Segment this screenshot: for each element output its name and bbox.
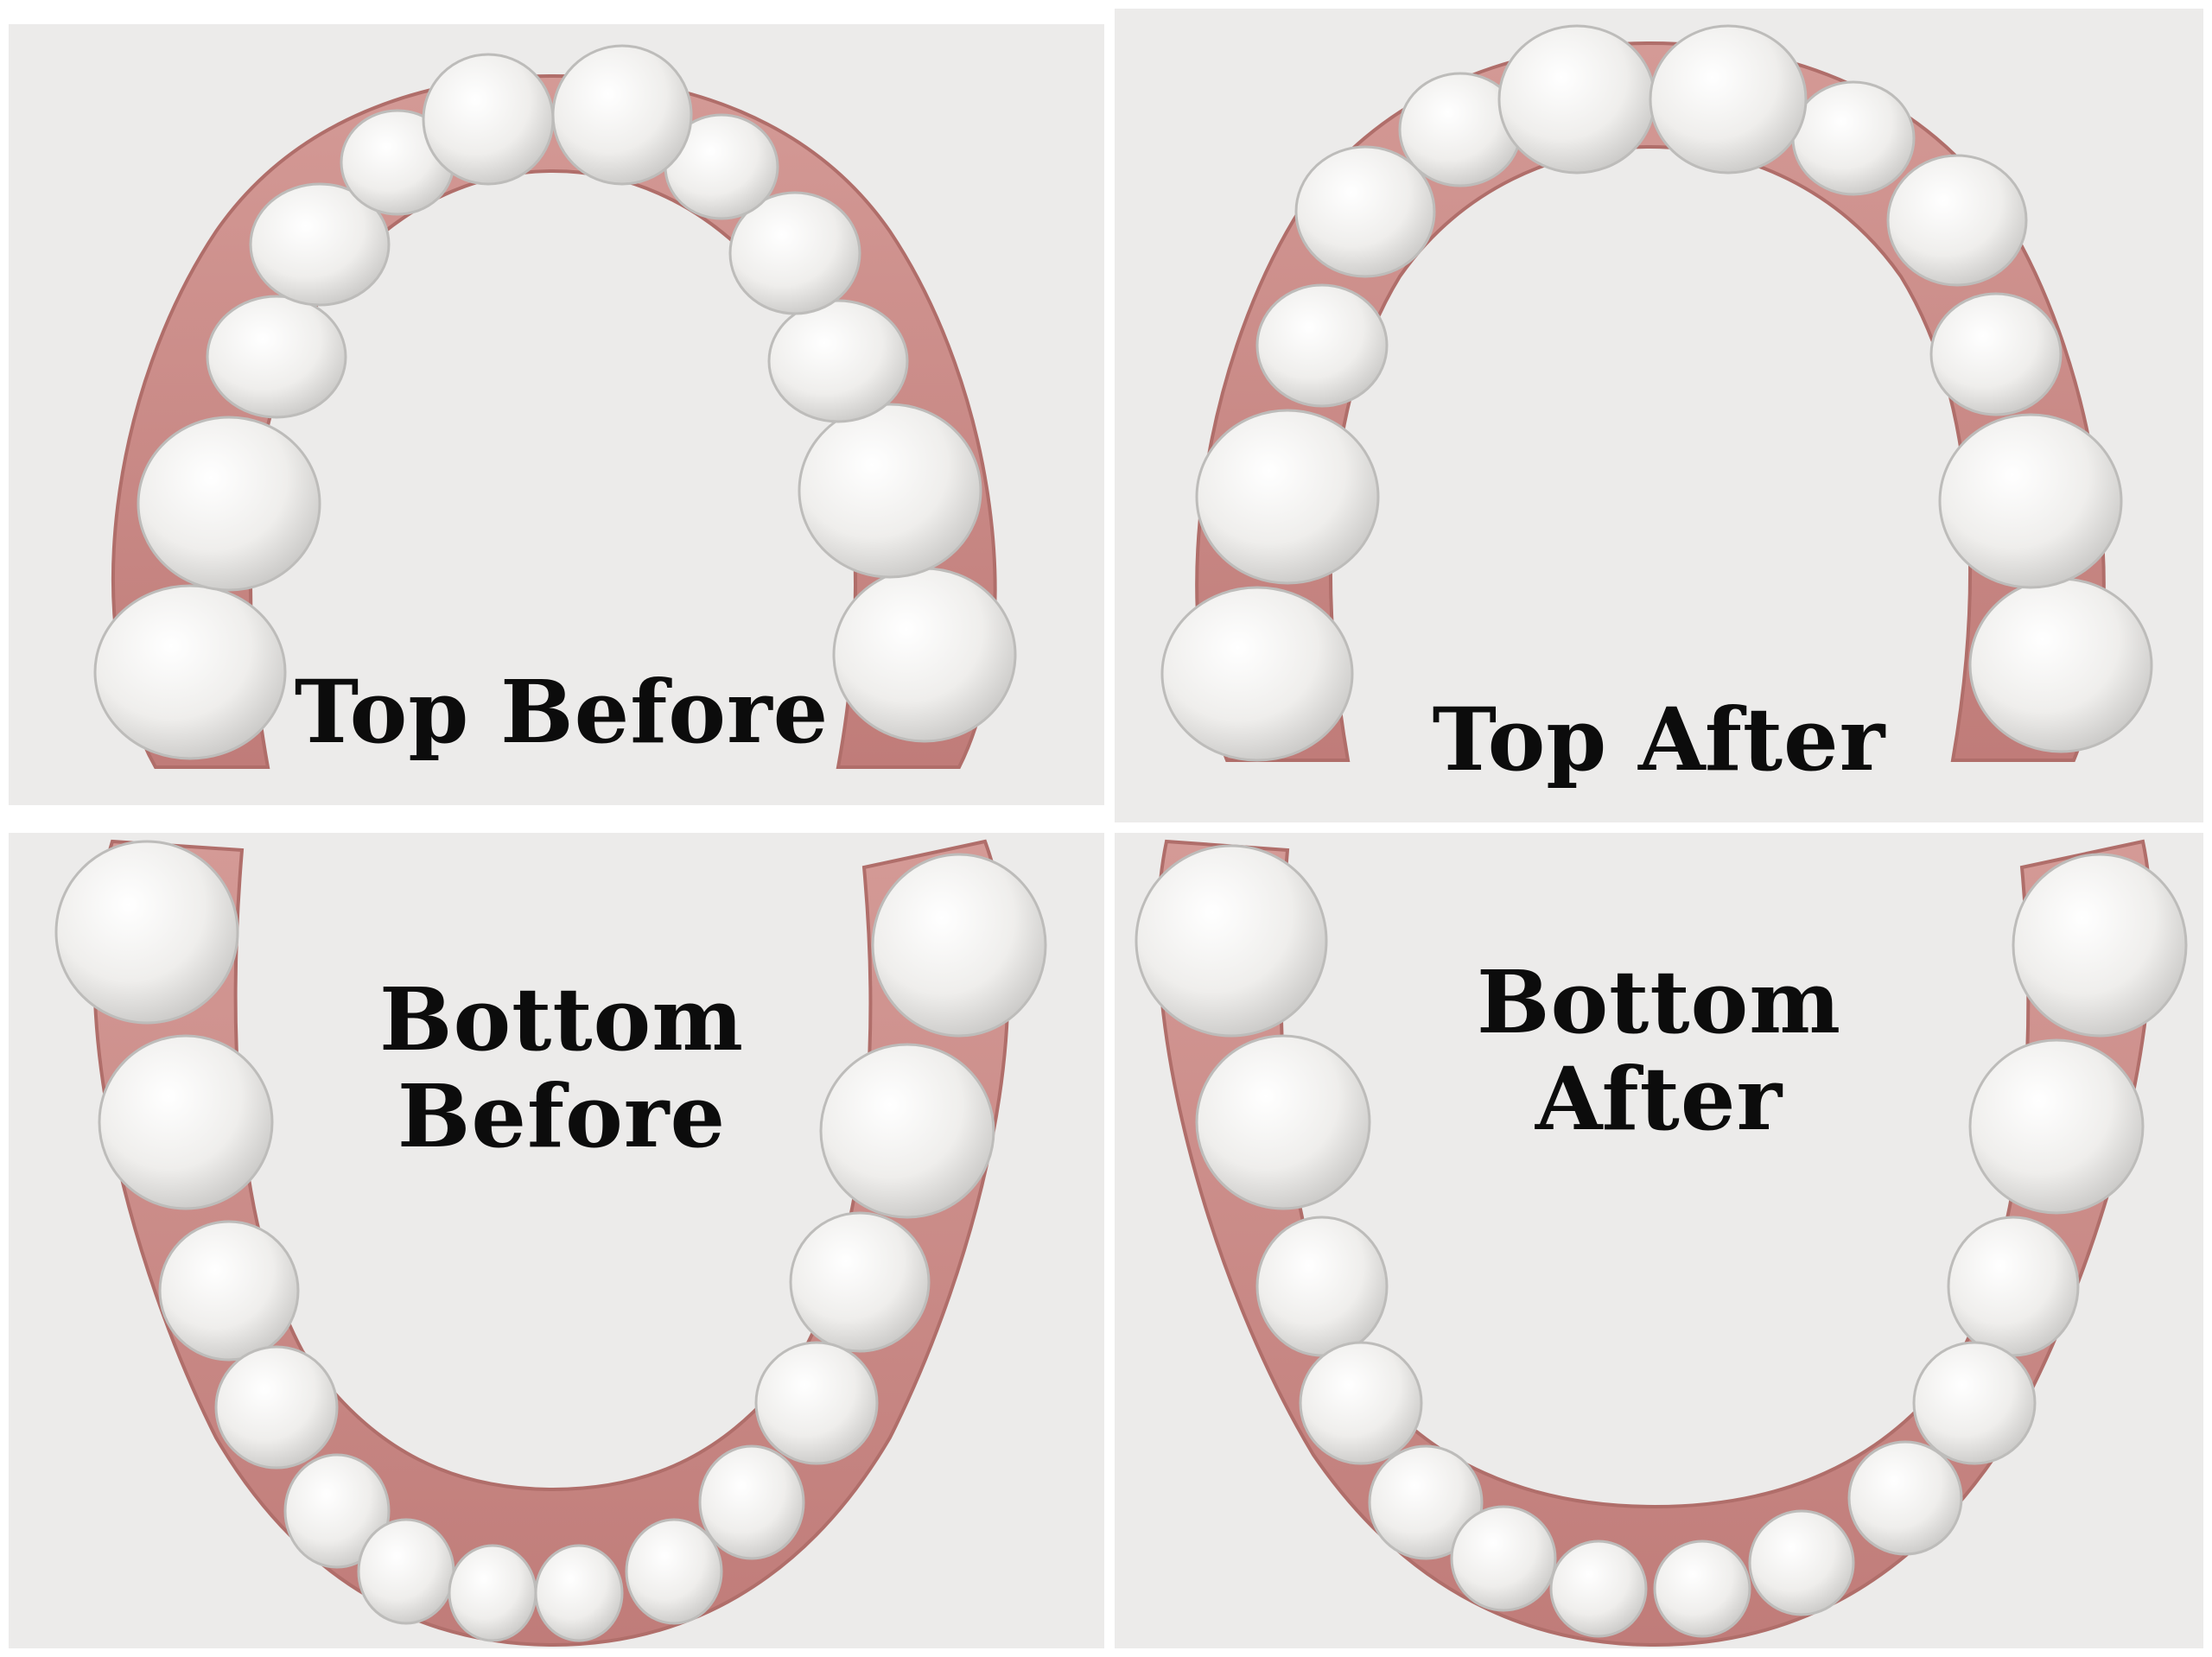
upper-arch-before-image (93, 44, 1017, 769)
lower-arch-before-image (54, 839, 1047, 1647)
bottom-after-label-line2: After (1535, 1048, 1783, 1150)
lower-arch-after-image (1135, 839, 2188, 1647)
bottom-before-label-line1: Bottom (378, 968, 745, 1070)
bottom-after-label: Bottom After (1443, 954, 1875, 1147)
bottom-before-label-line2: Before (397, 1065, 727, 1167)
teeth (1160, 24, 2153, 762)
top-before-panel: Top Before (9, 24, 1104, 805)
bottom-before-label: Bottom Before (346, 971, 778, 1165)
bottom-after-panel: Bottom After (1115, 833, 2203, 1648)
teeth (93, 44, 1017, 760)
bottom-after-label-line1: Bottom (1476, 951, 1842, 1053)
top-before-label: Top Before (294, 661, 830, 763)
bottom-before-panel: Bottom Before (9, 833, 1104, 1648)
teeth (54, 840, 1047, 1642)
upper-arch-after-image (1160, 24, 2153, 762)
teeth (1135, 844, 2188, 1638)
top-after-label: Top After (1432, 689, 1886, 790)
top-after-panel: Top After (1115, 9, 2203, 822)
